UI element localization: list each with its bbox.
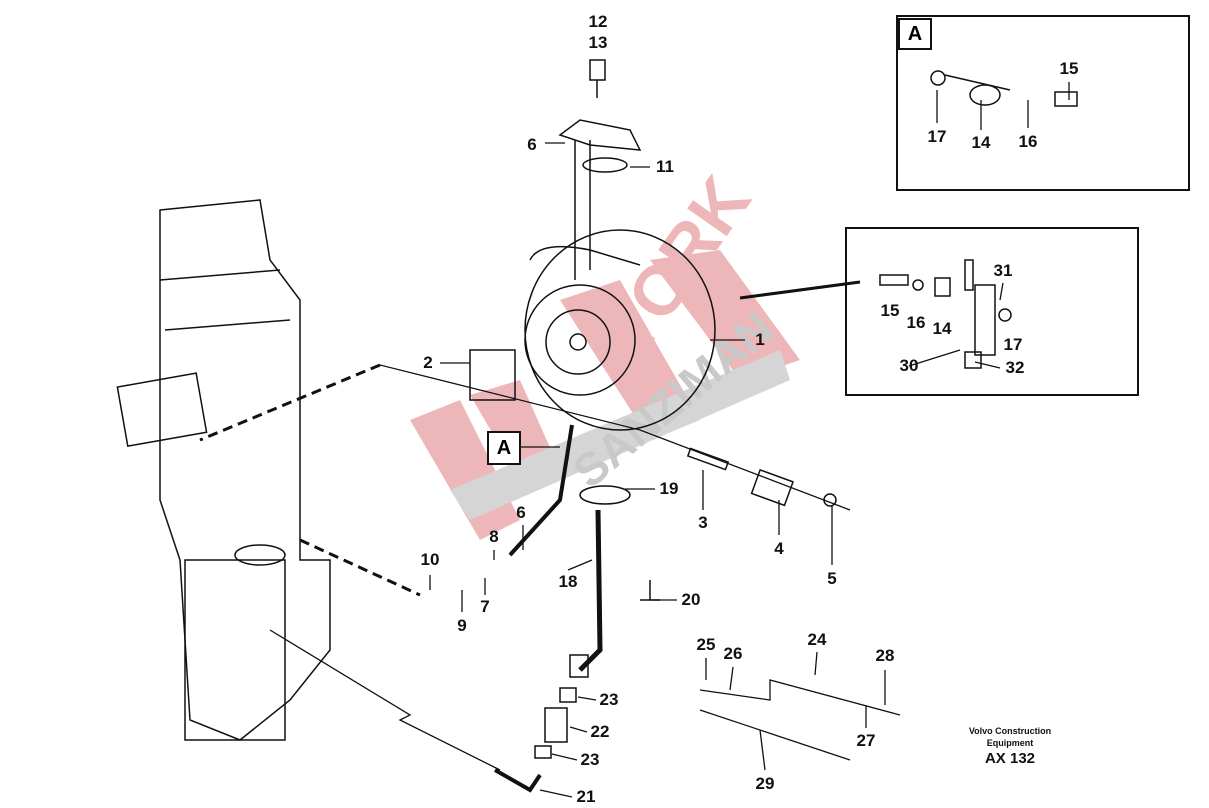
part-callout: 32 — [1005, 358, 1025, 377]
part-callout: 21 — [576, 787, 596, 806]
part-callout: 5 — [827, 569, 837, 588]
part-callout: 22 — [590, 722, 610, 741]
part-callout: 16 — [906, 313, 926, 332]
part-callout: 26 — [723, 644, 743, 663]
view-a-marker: A — [487, 431, 521, 465]
part-callout: 8 — [489, 527, 499, 546]
part-callout: 20 — [681, 590, 701, 609]
part-callout: 13 — [588, 33, 608, 52]
leader-lines — [199, 82, 1070, 798]
part-callout: 14 — [971, 133, 991, 152]
part-callout: 17 — [927, 127, 947, 146]
part-callout: 11 — [656, 157, 674, 176]
part-callout: 16 — [1018, 132, 1038, 151]
part-callout: 17 — [1003, 335, 1023, 354]
part-callout: 2 — [423, 353, 433, 372]
part-callout: 15 — [1059, 59, 1079, 78]
part-callout: 30 — [899, 356, 919, 375]
part-callout: 6 — [527, 135, 537, 154]
part-callout: 27 — [856, 731, 876, 750]
part-callout: 4 — [774, 539, 784, 558]
inset-drawings — [879, 70, 1078, 369]
part-callout: 9 — [457, 616, 467, 635]
part-callout: 10 — [420, 550, 440, 569]
part-callout: 6 — [516, 503, 526, 522]
drawing-code: AX 132 — [984, 750, 1036, 767]
inset-detail-bracket — [845, 227, 1139, 396]
inset-a-tag: A — [898, 18, 932, 50]
engine-block — [116, 199, 331, 741]
part-callout: 28 — [875, 646, 895, 665]
turbocharger — [469, 59, 837, 793]
part-callout: 25 — [696, 635, 716, 654]
part-callout: 12 — [588, 12, 608, 31]
part-callout: 1 — [755, 330, 765, 349]
footer-company: Volvo Construction — [968, 726, 1052, 736]
part-callout: 3 — [698, 513, 708, 532]
part-callout: 24 — [807, 630, 827, 649]
part-callout: 23 — [580, 750, 600, 769]
part-callout: 23 — [599, 690, 619, 709]
part-callout: 31 — [993, 261, 1013, 280]
part-callout: 19 — [659, 479, 679, 498]
inset-view-a — [896, 15, 1190, 191]
part-callout: 29 — [755, 774, 775, 793]
part-callout: 14 — [932, 319, 952, 338]
watermark-logo: TORK SANZIMAN — [410, 162, 800, 540]
part-callout: 15 — [880, 301, 900, 320]
part-callout: 18 — [558, 572, 578, 591]
footer-company-2: Equipment — [986, 738, 1034, 748]
part-callout: 7 — [480, 597, 490, 616]
